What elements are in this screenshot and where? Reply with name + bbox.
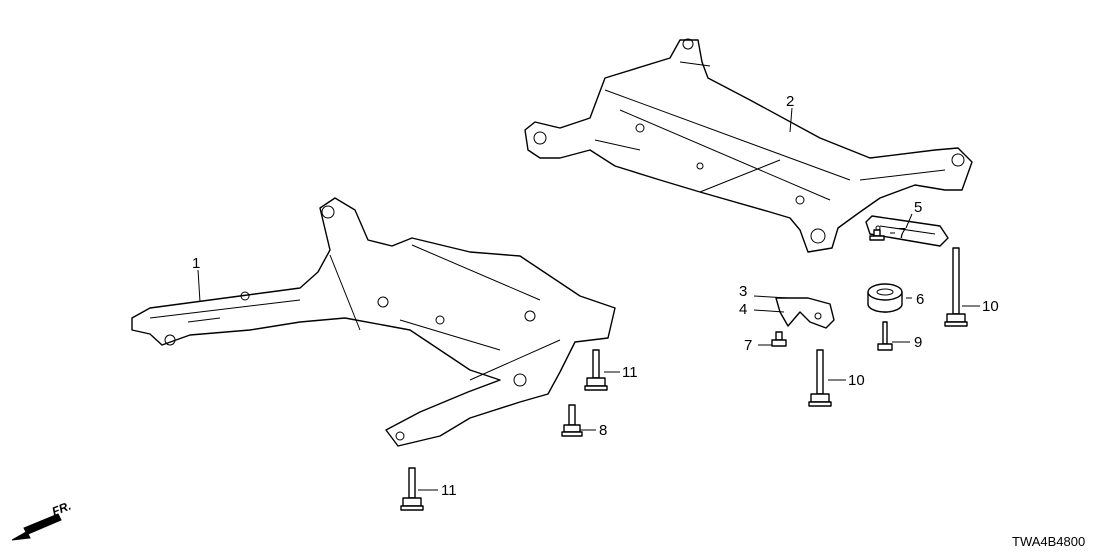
bolt-11-lower[interactable] bbox=[400, 467, 424, 511]
callout-5: 5 bbox=[914, 199, 922, 216]
callout-1: 1 bbox=[192, 255, 200, 272]
callout-9: 9 bbox=[914, 334, 922, 351]
callout-4: 4 bbox=[739, 301, 747, 318]
bolt-7-upper[interactable] bbox=[869, 229, 885, 241]
rubber-mount-6[interactable] bbox=[867, 283, 903, 313]
callout-11-upper: 11 bbox=[622, 364, 638, 381]
front-direction-arrow-icon bbox=[11, 513, 62, 541]
front-subframe[interactable] bbox=[131, 197, 616, 447]
bolt-7-lower[interactable] bbox=[771, 331, 787, 347]
small-bracket-3-4[interactable] bbox=[775, 297, 835, 329]
bolt-11-upper[interactable] bbox=[584, 349, 608, 391]
callout-10-left: 10 bbox=[848, 372, 865, 389]
callout-7-upper: 7 bbox=[898, 225, 906, 242]
callout-2: 2 bbox=[786, 93, 794, 110]
bolt-8[interactable] bbox=[561, 404, 583, 437]
callout-11-lower: 11 bbox=[441, 482, 457, 499]
bolt-9[interactable] bbox=[877, 321, 893, 351]
callout-8: 8 bbox=[599, 422, 607, 439]
leader-lines bbox=[197, 107, 980, 491]
bolt-10-right[interactable] bbox=[944, 247, 968, 327]
diagram-code: TWA4B4800 bbox=[1012, 534, 1085, 549]
callout-7-lower: 7 bbox=[744, 337, 752, 354]
callout-3: 3 bbox=[739, 283, 747, 300]
callout-10-right: 10 bbox=[982, 298, 999, 315]
direction-label: FR. bbox=[50, 499, 73, 519]
bolt-10-left[interactable] bbox=[808, 349, 832, 407]
rear-subframe[interactable] bbox=[524, 38, 973, 253]
callout-6: 6 bbox=[916, 291, 924, 308]
